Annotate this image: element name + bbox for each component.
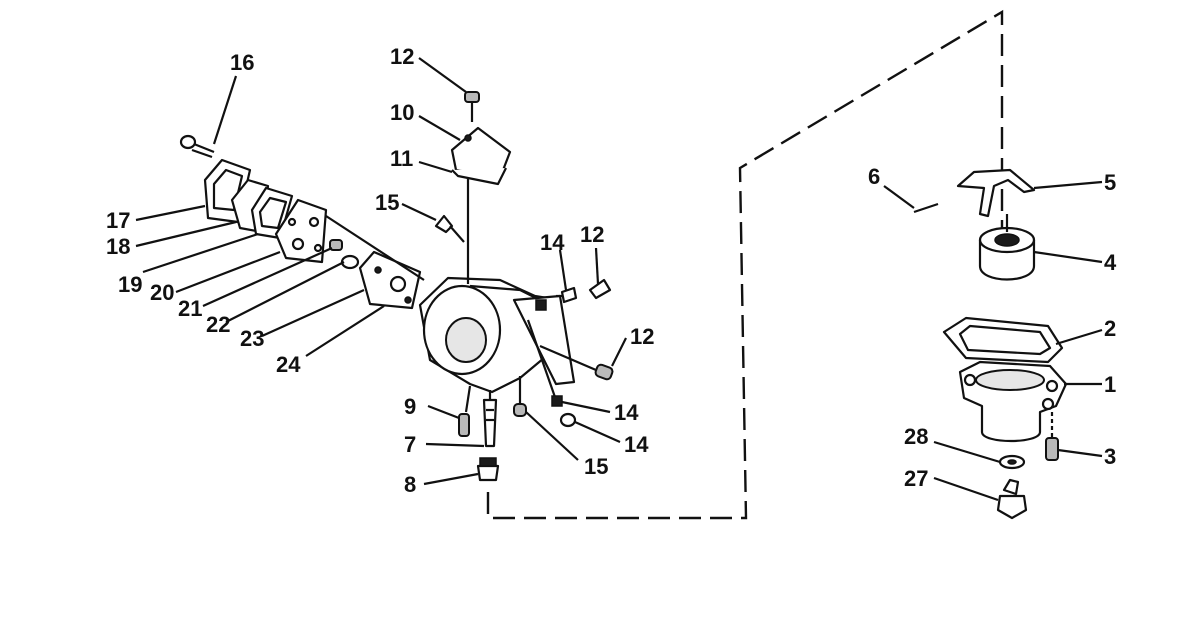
callout-15: 14 (624, 432, 649, 457)
part-5-float-arm (956, 168, 1036, 218)
callout-25: 23 (240, 326, 264, 351)
callout-6: 6 (868, 164, 880, 189)
callout-12-lower: 12 (630, 324, 654, 349)
part-3-screw (1045, 412, 1059, 461)
part-10-cover (450, 126, 512, 180)
part-18-screw (179, 134, 215, 159)
part-1-float-bowl (958, 360, 1068, 443)
callout-12-top: 12 (390, 44, 414, 69)
callout-23: 21 (178, 296, 202, 321)
part-24-filter-disc (340, 254, 360, 270)
carburetor-body (418, 176, 576, 413)
part-14-upper-spring (556, 286, 578, 304)
part-7-nozzle (482, 398, 498, 448)
callout-28: 28 (904, 424, 928, 449)
part-6-pin (913, 202, 939, 214)
callout-27: 27 (904, 466, 928, 491)
callout-3: 3 (1104, 444, 1116, 469)
callout-22: 20 (150, 280, 174, 305)
callout-14-upper: 14 (540, 230, 565, 255)
part-22-pump-body (274, 198, 328, 264)
part-27-plug (996, 478, 1028, 520)
part-23-check-valve (329, 239, 343, 251)
callout-7: 7 (404, 432, 416, 457)
part-14-lower-link (526, 319, 563, 407)
part-17-needle (434, 214, 465, 243)
callout-18: 16 (230, 50, 254, 75)
callout-9: 9 (404, 394, 416, 419)
callout-20: 18 (106, 234, 130, 259)
callout-21: 19 (118, 272, 142, 297)
callout-17: 15 (375, 190, 399, 215)
callout-16: 15 (584, 454, 608, 479)
callout-11: 11 (390, 146, 413, 171)
callout-14-lower: 14 (614, 400, 639, 425)
callout-24: 22 (206, 312, 230, 337)
callout-5: 5 (1104, 170, 1116, 195)
callout-4: 4 (1104, 250, 1117, 275)
part-9-jet (458, 413, 470, 437)
callout-13: 12 (580, 222, 604, 247)
callout-2: 2 (1104, 316, 1116, 341)
callout-1: 1 (1104, 372, 1116, 397)
part-4-float (978, 226, 1036, 281)
part-8-bolt (476, 457, 500, 482)
callout-26: 24 (276, 352, 301, 377)
callout-numbers: 16 12 10 11 15 14 12 12 17 18 19 20 21 2… (106, 44, 1117, 497)
part-13-screw (588, 278, 612, 300)
callout-10: 10 (390, 100, 414, 125)
part-15-clip (559, 412, 577, 428)
part-28-washer (998, 454, 1026, 470)
assembly-dashed-path (486, 9, 1004, 520)
leader-lines (135, 57, 1103, 502)
part-2-gasket (942, 316, 1064, 364)
part-12-lower-screw (539, 344, 614, 381)
part-16-screw (513, 376, 527, 417)
part-11-gasket (451, 167, 507, 186)
part-25-diaphragm (358, 250, 422, 310)
part-12-top-screw (464, 91, 480, 122)
callout-19: 17 (106, 208, 130, 233)
callout-8: 8 (404, 472, 416, 497)
